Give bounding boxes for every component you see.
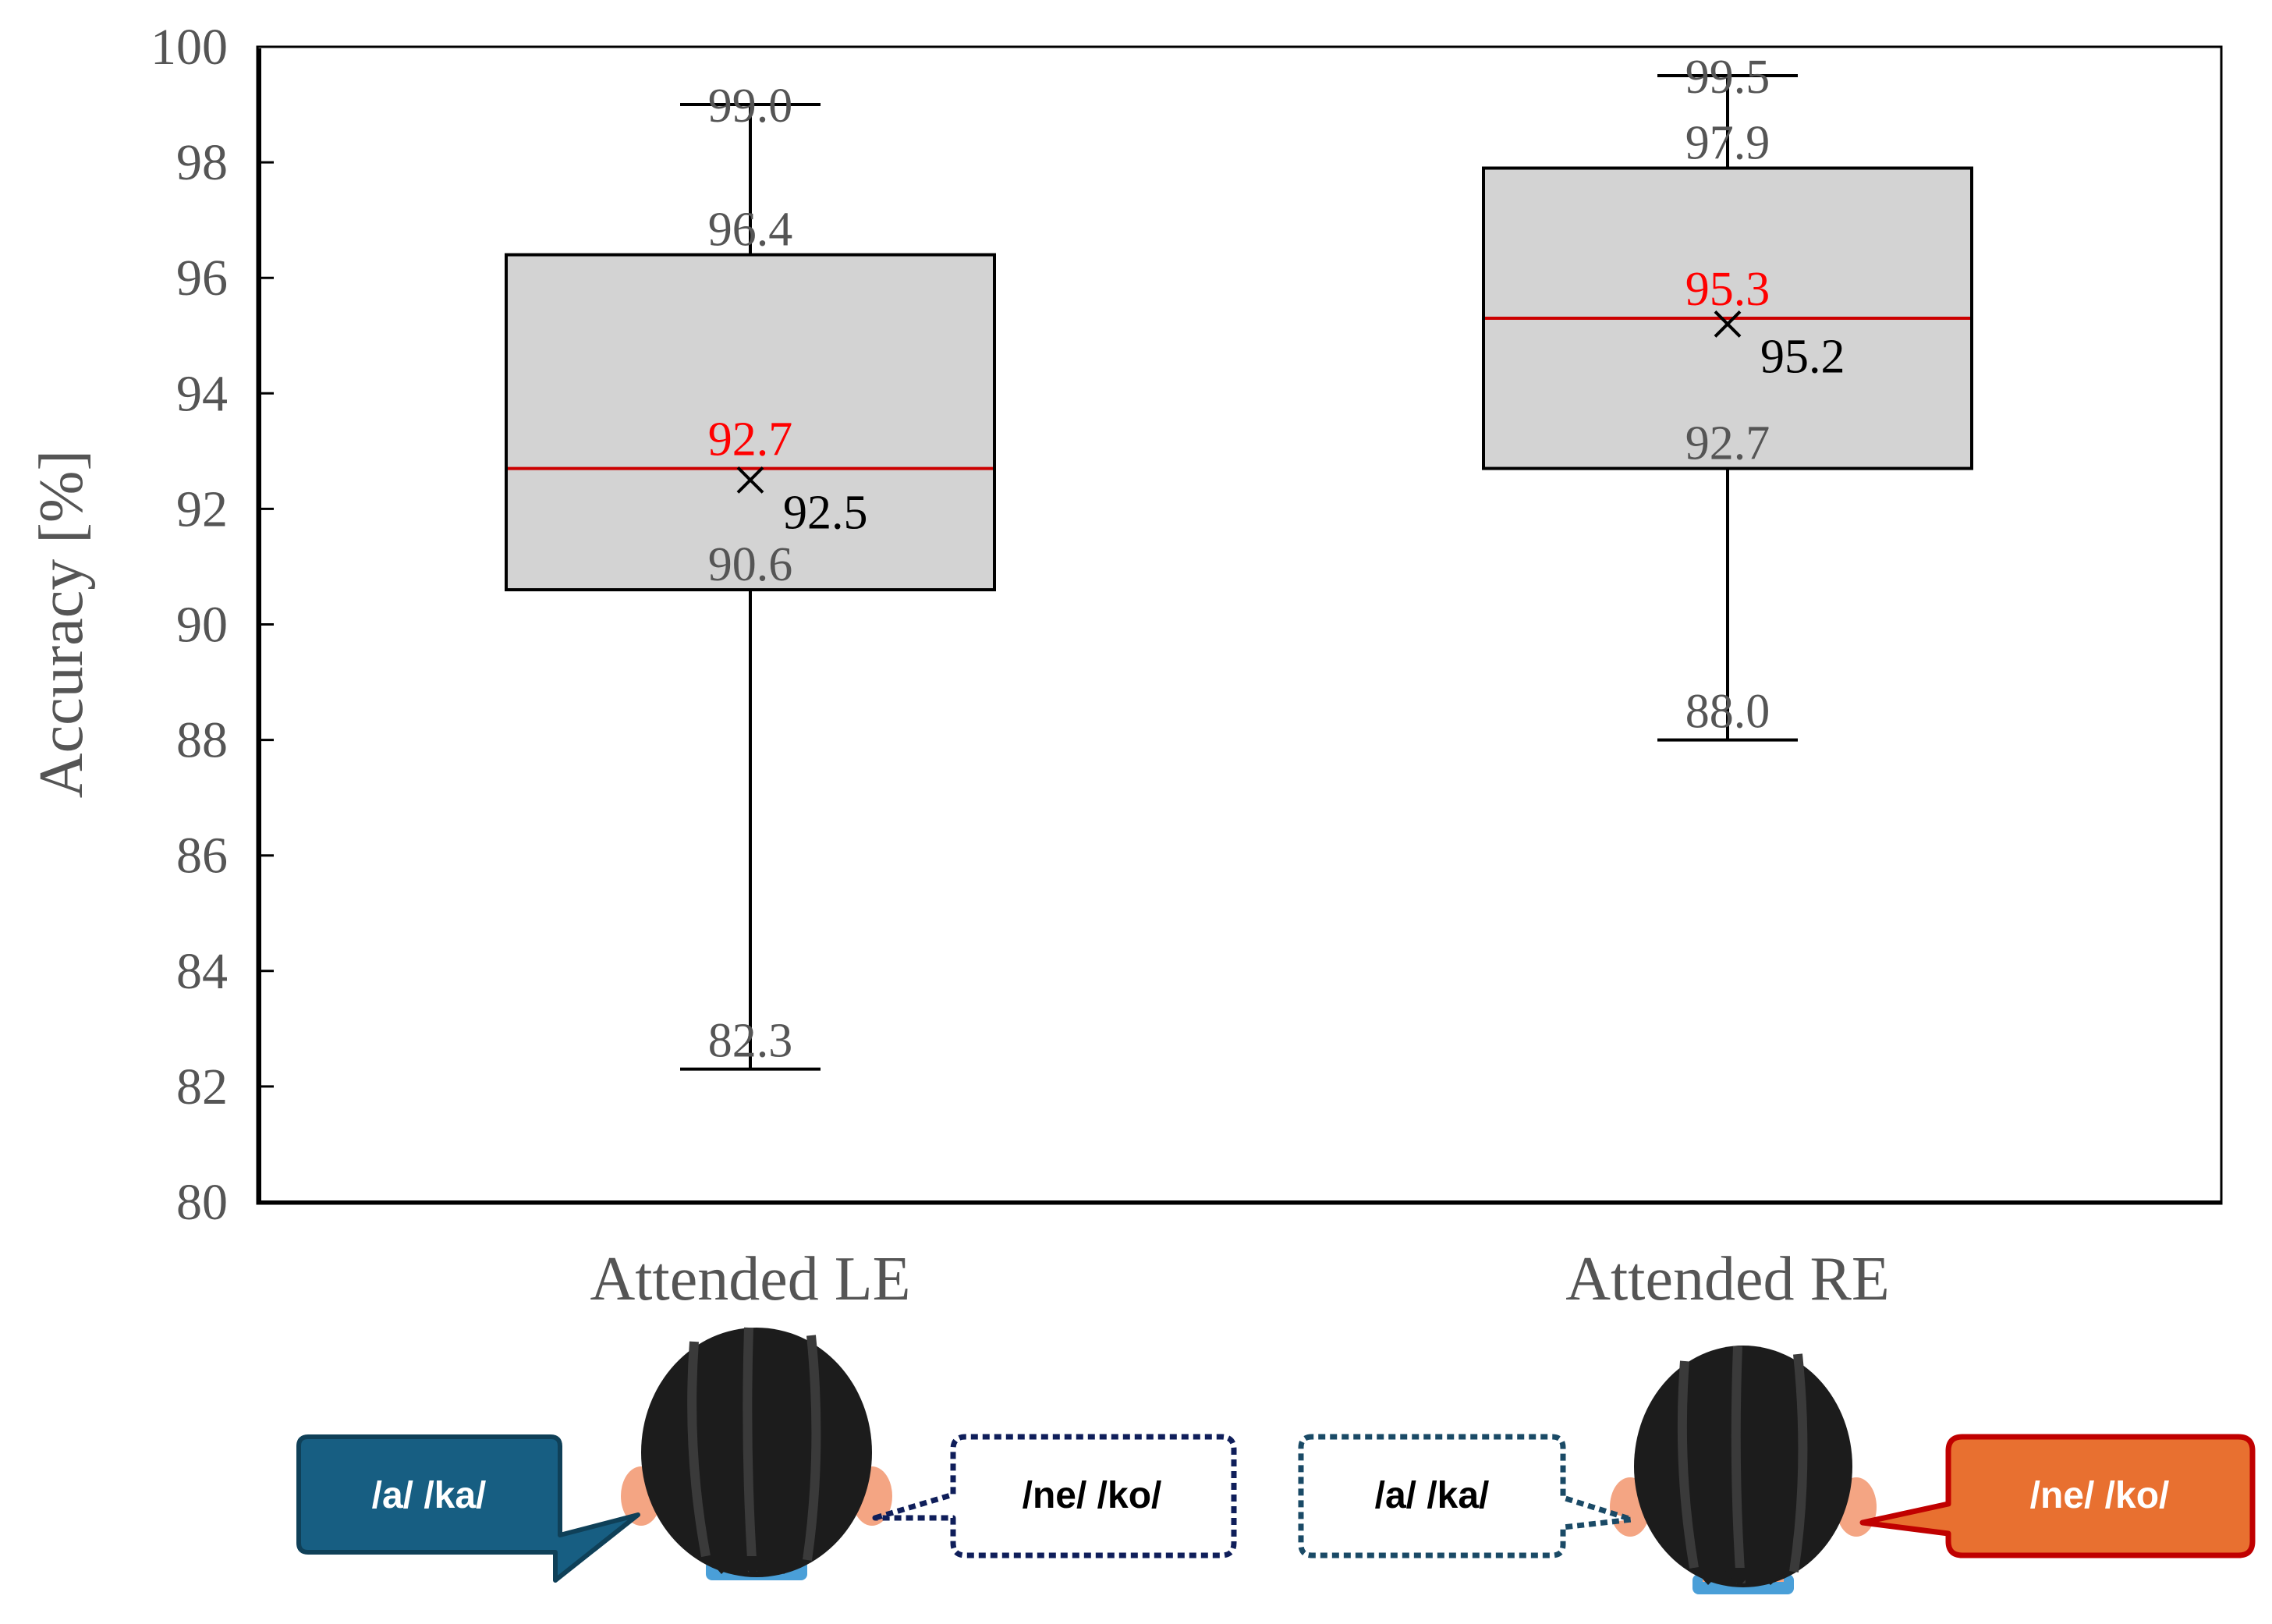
y-tick-label-88: 88 <box>176 712 228 769</box>
bubble-text-left-attended: /a/ /ka/ <box>372 1475 487 1516</box>
mean-label-le: 92.5 <box>783 486 868 539</box>
category-label-le: Attended LE <box>590 1245 911 1314</box>
y-tick-label-84: 84 <box>176 943 228 1000</box>
q1-label-le: 90.6 <box>708 538 793 591</box>
median-label-re: 95.3 <box>1685 263 1770 316</box>
mean-label-re: 95.2 <box>1760 330 1845 383</box>
max-label-re: 99.5 <box>1685 51 1770 104</box>
y-tick-label-82: 82 <box>176 1058 228 1115</box>
box-le: 99.0 96.4 92.7 92.590.6 82.3 <box>505 80 996 1071</box>
boxes: 99.0 96.4 92.7 92.590.6 82.3 99.5 97.9 95.3 95.2… <box>505 51 1973 1071</box>
mean-marker-le <box>736 466 764 494</box>
attended-bubble-left: /a/ /ka/ <box>296 1434 640 1583</box>
head-left <box>621 1327 892 1580</box>
y-tick-label-90: 90 <box>176 597 228 654</box>
listener-right: /a/ /ka/ /ne/ /ko/ <box>1298 1346 2256 1594</box>
bubble-text-left-ignored: /ne/ /ko/ <box>1023 1475 1162 1516</box>
y-tick-label-98: 98 <box>176 134 228 191</box>
head-right <box>1610 1346 1877 1594</box>
box-re: 99.5 97.9 95.3 95.2 92.7 88.0 <box>1482 51 1973 742</box>
min-label-re: 88.0 <box>1685 686 1770 739</box>
q3-label-re: 97.9 <box>1685 117 1770 170</box>
listener-left: /a/ /ka/ /ne/ /ko/ <box>296 1327 1237 1583</box>
iqr-box-le <box>505 253 996 592</box>
q3-label-le: 96.4 <box>708 204 793 257</box>
y-tick-label-80: 80 <box>176 1174 228 1231</box>
median-label-le: 92.7 <box>708 413 793 466</box>
q1-label-re: 92.7 <box>1685 417 1770 470</box>
y-ticks: 80 82 84 86 88 90 92 94 96 98 100 <box>151 19 274 1231</box>
ignored-bubble-left: /ne/ /ko/ <box>872 1434 1237 1558</box>
y-tick-label-92: 92 <box>176 480 228 537</box>
max-label-le: 99.0 <box>708 80 793 133</box>
min-label-le: 82.3 <box>708 1015 793 1068</box>
mean-marker-re <box>1714 310 1742 338</box>
y-tick-label-96: 96 <box>176 250 228 307</box>
y-tick-label-100: 100 <box>151 19 228 76</box>
y-axis-title: Accuracy [%] <box>27 450 96 798</box>
category-label-re: Attended RE <box>1565 1245 1889 1314</box>
ignored-bubble-right: /a/ /ka/ <box>1298 1434 1635 1558</box>
y-tick-label-86: 86 <box>176 828 228 885</box>
hair <box>641 1328 872 1577</box>
attended-bubble-right: /ne/ /ko/ <box>1859 1434 2256 1558</box>
y-tick-label-94: 94 <box>176 365 228 422</box>
bubble-text-right-ignored: /a/ /ka/ <box>1375 1475 1490 1516</box>
bubble-text-right-attended: /ne/ /ko/ <box>2030 1475 2170 1516</box>
